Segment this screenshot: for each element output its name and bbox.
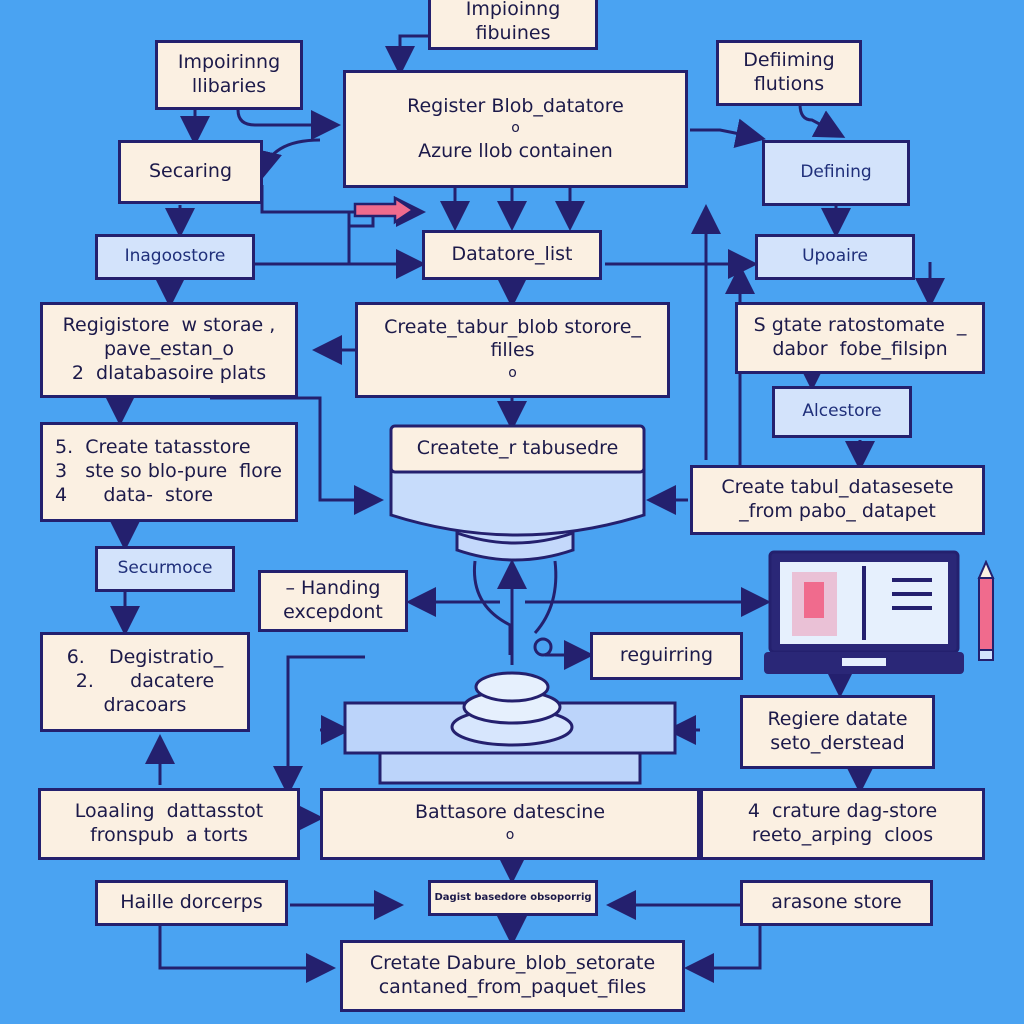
node-create-tabul-dataset: Create tabul_datasesete _from pabo_ data… [690,465,985,535]
node-top-line1: Impioinng [465,0,561,21]
node-alcestore-label: Alcestore [802,401,882,422]
node-handing-line2: excepdont [283,601,383,623]
node-create-tabul-dataset-line2: _from pabo_ datapet [739,500,936,522]
node-upoare: Upoaire [755,234,915,280]
link-register-defining [690,118,766,149]
node-regiere-datate: Regiere datate seto_derstead [740,695,935,769]
node-create-tabur: Create_tabur_blob storore_ filles o [355,302,670,398]
node-datastore-list: Datatore_list [422,230,602,280]
node-state-auto-line2: dabor fobe_filsipn [772,338,948,360]
node-degistratio-line1: 6. Degistratio_ [66,646,224,669]
node-battasore-line1: Battasore datescine [414,801,606,824]
node-create-tabur-dot: o [508,365,517,381]
node-register-blob-line2: Azure llob containen [418,139,613,162]
node-register-blob-dot: o [511,120,520,137]
node-create-tabusedre-label: Createte_r tabusedre [416,437,619,460]
node-reguirring-label: reguirring [619,644,714,667]
tank-shape [389,424,646,537]
node-battasore: Battasore datescine o [320,788,700,860]
node-loading-line2: fronspub a torts [90,824,248,846]
node-degistratio-line3: dracoars [103,693,187,716]
node-degistratio-line2: 2. dacatere [75,670,215,693]
node-state-auto-line1: S gtate ratostomate _ [753,314,967,337]
node-degistratio: 6. Degistratio_ 2. dacatere dracoars [40,632,250,732]
node-handing-exception: – Handing excepdont [258,570,408,632]
platform-icon [343,671,677,785]
node-crature-line2: reeto_arping cloos [751,824,934,846]
node-defining-functions: Defiiming flutions [716,40,862,106]
node-registore-line1: Regigistore w storae , [62,314,276,337]
node-defining-funcs-line1: Defiiming [743,49,835,72]
link-top-register [385,34,430,76]
link-register-securing [252,138,321,181]
node-create-tata-line2: 3 ste so blo-pure flore [55,460,282,483]
flag-arrow-icon [347,196,416,264]
node-loading-dataset: Loaaling dattasstot fronspub a torts [38,788,300,860]
node-create-tabusedre: Createte_r tabusedre [391,426,644,472]
node-create-tabul-dataset-line1: Create tabul_datasesete [721,476,954,499]
node-top: Impioinng fibuines [428,0,598,50]
node-reguirring: reguirring [590,632,743,680]
node-create-tata: 5. Create tatasstore 3 ste so blo-pure f… [40,422,298,522]
node-imagostore-label: Inagoostore [124,246,226,267]
node-create-tata-line1: 5. Create tatasstore [55,436,251,459]
node-imagostore: Inagoostore [95,234,255,280]
node-create-tata-line3: 4 data- store [55,483,214,506]
node-top-line2: fibuines [475,22,551,44]
link-registore-tabusedre [210,396,384,515]
link-importing-register [236,109,341,140]
node-state-auto: S gtate ratostomate _ dabor fobe_filsipn [735,302,985,374]
node-create-tabur-line2: filles [490,339,535,362]
node-registore-list: Regigistore w storae , pave_estan_o 2 dl… [40,302,298,398]
node-crature-line1: 4 crature dag-store [747,800,938,823]
node-upoare-label: Upoaire [802,246,868,267]
node-create-dabure-line1: Cretate Dabure_blob_setorate [369,952,656,975]
node-importing-line2: llibaries [191,75,267,97]
node-arasone-label: arasone store [771,891,902,914]
link-arasone-dabure [684,925,762,983]
node-defining-funcs-line2: flutions [753,73,825,95]
link-defining-funcs [798,103,846,138]
node-create-tabur-line1: Create_tabur_blob storore_ [384,315,641,338]
node-securing: Secaring [118,140,263,204]
pencil-icon [977,560,995,661]
node-halle-label: Haille dorcerps [120,891,263,914]
node-arasone-store: arasone store [740,880,933,926]
node-importing-line1: Impoirinng [177,51,281,74]
node-alcestore: Alcestore [772,386,912,438]
node-battasore-dot: o [505,827,515,844]
node-regiere-line1: Regiere datate [767,708,908,731]
node-small-label-text: Dagist basedore obsoporrig [434,891,592,903]
node-create-dabure: Cretate Dabure_blob_setorate cantaned_fr… [340,940,685,1012]
node-registore-line2: pave_estan_o [104,338,234,361]
node-handing-line1: – Handing [285,577,381,600]
laptop-icon [764,550,964,674]
node-small-label: Dagist basedore obsoporrig [428,880,598,916]
node-regiere-line2: seto_derstead [770,732,905,754]
node-crature-store: 4 crature dag-store reeto_arping cloos [700,788,985,860]
node-datastore-list-label: Datatore_list [451,243,573,266]
node-securing-label: Secaring [148,160,233,183]
node-register-blob-line1: Register Blob_datatore [407,94,624,117]
node-register-blob: Register Blob_datatore o Azure llob cont… [343,70,688,188]
link-loop-left [273,655,365,796]
node-importing-libraries: Impoirinng llibaries [155,40,303,110]
node-defining-label: Defining [800,162,872,183]
link-halle-dabure [158,925,336,983]
node-halle-dorcerps: Haille dorcerps [95,880,288,926]
node-defining: Defining [762,140,910,206]
node-registore-line3: 2 dlatabasoire plats [71,361,267,384]
node-securmoce-label: Securmoce [117,558,213,579]
node-create-dabure-line2: cantaned_from_paquet_files [378,976,647,998]
node-securmoce: Securmoce [95,546,235,592]
node-loading-line1: Loaaling dattasstot [74,800,264,823]
